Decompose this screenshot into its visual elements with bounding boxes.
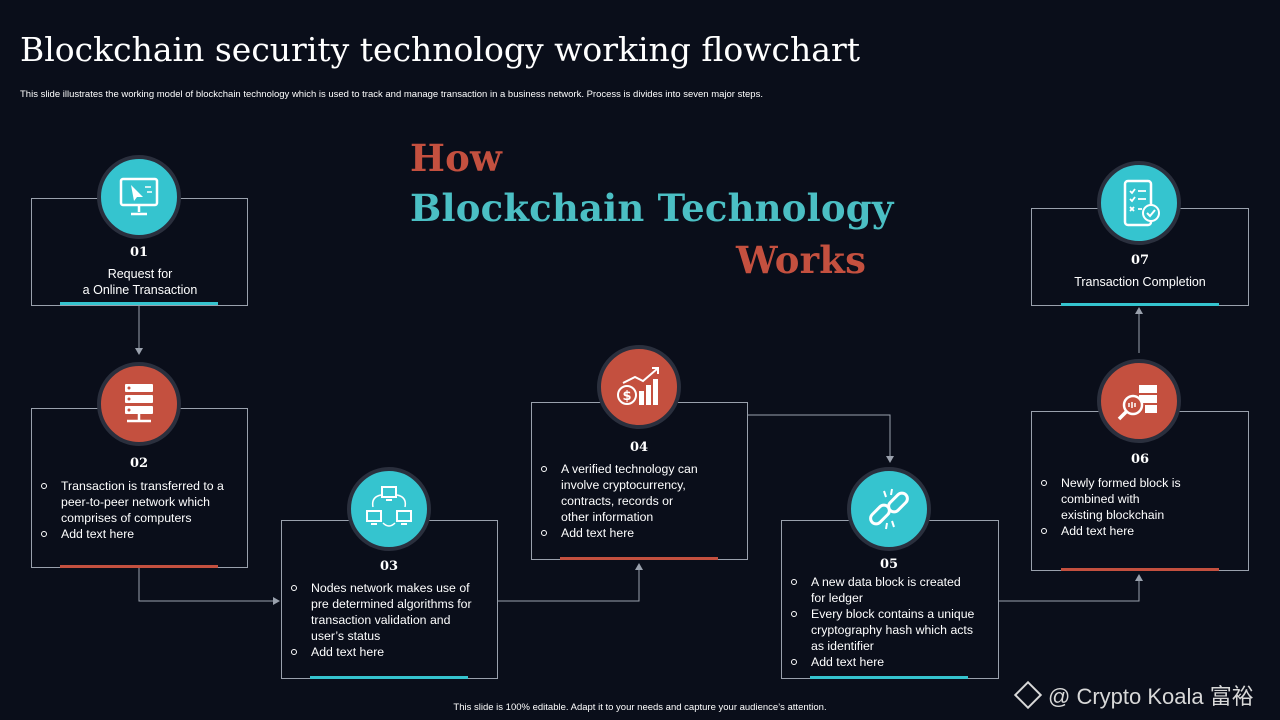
- step-04-bullet: involve cryptocurrency,: [561, 478, 686, 492]
- step-03-bullet: transaction validation and: [311, 613, 451, 627]
- svg-text:$: $: [622, 389, 631, 404]
- headline-how: How: [410, 136, 503, 180]
- headline-works: Works: [736, 238, 867, 282]
- page-subtitle: This slide illustrates the working model…: [20, 89, 763, 100]
- step-01-underline: [60, 302, 218, 305]
- step-07-text: Transaction Completion: [1074, 275, 1206, 289]
- step-05-bullet: cryptography hash which acts: [811, 623, 973, 637]
- step-02-icon-circle: [97, 362, 181, 446]
- step-02-underline: [60, 565, 218, 568]
- step-04-underline: [560, 557, 718, 560]
- step-06-bullet: combined with: [1061, 492, 1140, 506]
- step-04-list: A verified technology can involve crypto…: [541, 461, 698, 541]
- footer-note: This slide is 100% editable. Adapt it to…: [453, 702, 827, 713]
- step-05-bullet: for ledger: [811, 591, 863, 605]
- step-06-bullet: Add text here: [1041, 523, 1181, 539]
- step-07-icon-circle: [1097, 161, 1181, 245]
- step-02-bullet: peer-to-peer network which: [61, 495, 210, 509]
- step-02-bullet: Transaction is transferred to a: [41, 478, 224, 494]
- step-06-number: 06: [1130, 452, 1150, 467]
- step-05-bullet: Every block contains a unique: [791, 606, 974, 622]
- network-computers-icon: [366, 486, 412, 527]
- step-06-icon-circle: [1097, 359, 1181, 443]
- step-03-bullet: user’s status: [311, 629, 381, 643]
- step-07-underline: [1061, 303, 1219, 306]
- step-03-bullet: Add text here: [291, 644, 472, 660]
- step-07-number: 07: [1130, 253, 1150, 268]
- step-03-icon-circle: [347, 467, 431, 551]
- step-05-bullet: A new data block is created: [791, 574, 974, 590]
- step-05-underline: [810, 676, 968, 679]
- step-05-list: A new data block is created for ledger E…: [791, 574, 974, 670]
- step-04-bullet: contracts, records or: [561, 494, 674, 508]
- step-03-bullet: Nodes network makes use of: [291, 580, 472, 596]
- step-02-bullet: Add text here: [41, 526, 224, 542]
- step-06-list: Newly formed block is combined with exis…: [1041, 475, 1181, 539]
- step-02-list: Transaction is transferred to a peer-to-…: [41, 478, 224, 542]
- step-04-bullet: A verified technology can: [541, 461, 698, 477]
- broken-chain-link-icon: [869, 488, 909, 530]
- step-05-icon-circle: [847, 467, 931, 551]
- blocks-search-icon: [1117, 385, 1157, 421]
- step-03-underline: [310, 676, 468, 679]
- step-01-text-line2: a Online Transaction: [82, 283, 198, 297]
- step-03-bullet: pre determined algorithms for: [311, 597, 472, 611]
- step-05-number: 05: [879, 557, 899, 572]
- crypto-growth-chart-icon: $: [617, 367, 659, 405]
- phone-checklist-icon: [1123, 179, 1160, 227]
- step-04-icon-circle: $: [597, 345, 681, 429]
- step-01-text-line1: Request for: [107, 267, 173, 281]
- step-01-number: 01: [129, 245, 149, 260]
- step-02-number: 02: [129, 456, 149, 471]
- headline-blockchain-technology: Blockchain Technology: [410, 186, 894, 230]
- monitor-cursor-icon: [119, 177, 159, 216]
- step-05-bullet: Add text here: [791, 654, 974, 670]
- step-04-bullet: Add text here: [541, 525, 698, 541]
- watermark-text: @ Crypto Koala 富裕: [1048, 684, 1254, 709]
- step-03-number: 03: [379, 559, 399, 574]
- step-04-bullet: other information: [561, 510, 654, 524]
- page-title: Blockchain security technology working f…: [20, 30, 860, 69]
- step-06-bullet: existing blockchain: [1061, 508, 1165, 522]
- step-06-bullet: Newly formed block is: [1041, 475, 1181, 491]
- watermark-diamond-icon: [1013, 681, 1043, 710]
- step-05-bullet: as identifier: [811, 639, 874, 653]
- server-rack-icon: [125, 384, 153, 423]
- step-04-number: 04: [629, 440, 649, 455]
- watermark: @ Crypto Koala 富裕: [1013, 679, 1254, 711]
- step-06-underline: [1061, 568, 1219, 571]
- step-01-icon-circle: [97, 155, 181, 239]
- step-02-bullet: comprises of computers: [61, 511, 192, 525]
- step-03-list: Nodes network makes use of pre determine…: [291, 580, 472, 660]
